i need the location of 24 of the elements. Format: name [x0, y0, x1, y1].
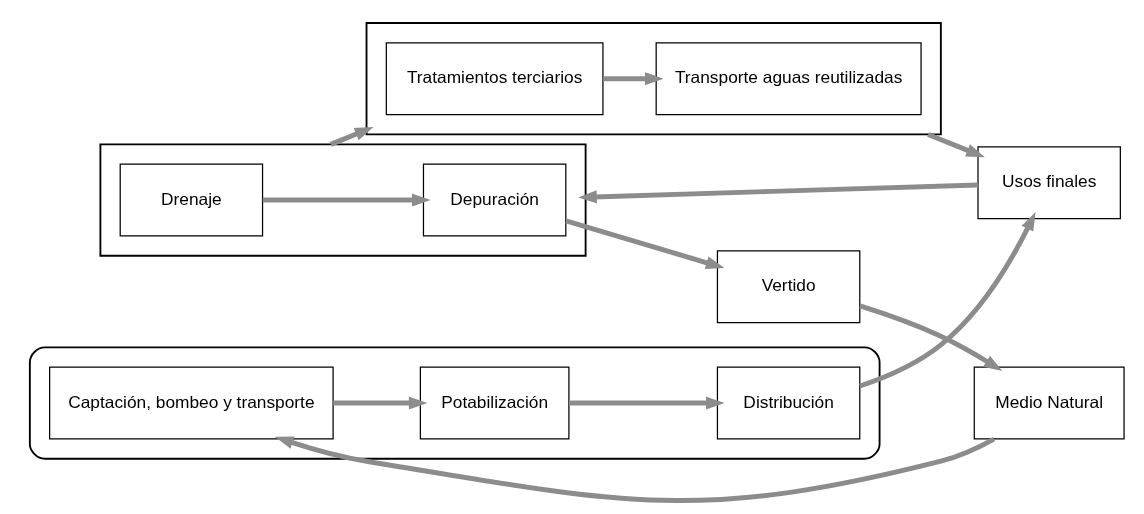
node-box: Potabilización — [419, 366, 570, 440]
node-box: Depuración — [422, 163, 567, 237]
node-box: Medio Natural — [973, 366, 1125, 440]
arrow — [565, 218, 725, 269]
arrow — [603, 72, 664, 86]
arrow — [329, 127, 374, 147]
node-box: Drenaje — [119, 163, 264, 237]
node-box: Vertido — [716, 250, 861, 324]
arrow — [333, 396, 428, 410]
cluster — [28, 346, 881, 460]
arrow — [274, 436, 996, 503]
arrow — [927, 132, 985, 158]
node-box: Transporte aguas reutilizadas — [655, 42, 922, 116]
arrow — [859, 212, 1036, 389]
node-box: Distribución — [716, 366, 861, 440]
arrow — [578, 182, 978, 204]
arrow — [569, 396, 725, 410]
arrow — [859, 303, 1003, 372]
cluster — [99, 143, 587, 257]
node-box: Usos finales — [977, 146, 1121, 220]
arrow — [262, 193, 431, 207]
node-box: Tratamientos terciarios — [385, 42, 604, 116]
cluster — [365, 22, 942, 136]
node-box: Captación, bombeo y transporte — [49, 366, 334, 440]
